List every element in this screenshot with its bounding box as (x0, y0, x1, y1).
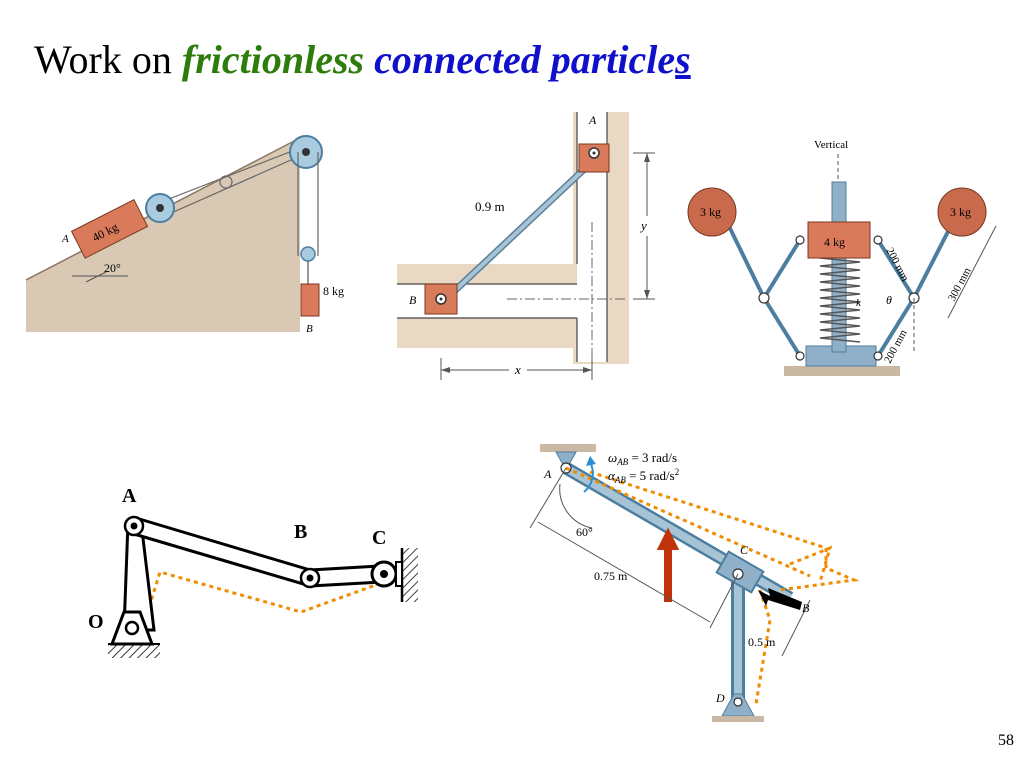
title-work-on: Work on (34, 37, 182, 82)
right-ball-mass: 3 kg (950, 205, 971, 219)
pin-d-label: D (715, 691, 725, 705)
pin-a-label: A (543, 467, 552, 481)
incline-angle-label: 20° (104, 261, 121, 275)
block-a-label: A (61, 233, 69, 245)
sliding-bar-figure: A B 0.9 m y x (397, 112, 661, 384)
y-dimension-label: y (639, 218, 647, 233)
length-cb-label: 0.5 m (748, 635, 776, 649)
vertical-axis-label: Vertical (814, 139, 848, 151)
governor-figure: Vertical 4 kg 3 kg 3 kg k θ 200 mm 200 m… (684, 134, 1000, 378)
bar-length-label: 0.9 m (475, 199, 505, 214)
slider-a-label: A (588, 113, 597, 127)
title-plural-s: s (675, 37, 691, 82)
length-ac-label: 0.75 m (594, 569, 628, 583)
connecting-bar (445, 158, 596, 300)
left-ball (687, 187, 737, 237)
slider-b-label: B (409, 293, 417, 307)
theta-label: θ (886, 293, 892, 307)
linkage-figure: A B C O (84, 482, 426, 662)
title-frictionless: frictionless (181, 37, 365, 82)
joint-a-label: A (122, 485, 137, 507)
upward-force-arrow (656, 527, 680, 602)
weight-block-b (300, 283, 320, 317)
rotating-bar-figure: 0.75 m 0.5 m 60° A C B D ωAB = 3 rad/s α… (520, 440, 864, 722)
right-ball (937, 187, 987, 237)
end-b-label: B (802, 601, 810, 615)
slide-title: Work on frictionless connected particles (34, 34, 691, 86)
block-a: 40 kg (70, 198, 149, 259)
upper-link-length: 200 mm (883, 246, 911, 284)
joint-b-label: B (294, 521, 307, 543)
displaced-position-path (140, 570, 385, 631)
weight-b-mass: 8 kg (323, 284, 344, 298)
spring-k-label: k (856, 297, 862, 309)
angle-60-label: 60° (576, 525, 593, 539)
center-mass-label: 4 kg (824, 235, 845, 249)
center-mass-block (807, 221, 871, 259)
joint-c-label: C (372, 527, 386, 549)
collar-c-label: C (740, 543, 749, 557)
incline-pulley-figure: 20° 8 kg B 40 kg A (26, 132, 362, 338)
weight-b-label: B (306, 323, 313, 335)
title-connected-particle: connected particle (364, 37, 676, 82)
horizontal-slot-wall (397, 318, 577, 348)
left-ball-mass: 3 kg (700, 205, 721, 219)
x-dimension-label: x (514, 362, 521, 377)
page-number: 58 (998, 732, 1014, 749)
arm-length: 300 mm (946, 265, 974, 303)
collar-force-arrow (758, 588, 802, 610)
omega-label: ωAB = 3 rad/s (608, 450, 677, 467)
alpha-label: αAB = 5 rad/s2 (608, 467, 679, 485)
joint-o-label: O (88, 611, 104, 633)
coupler-link (132, 516, 312, 589)
